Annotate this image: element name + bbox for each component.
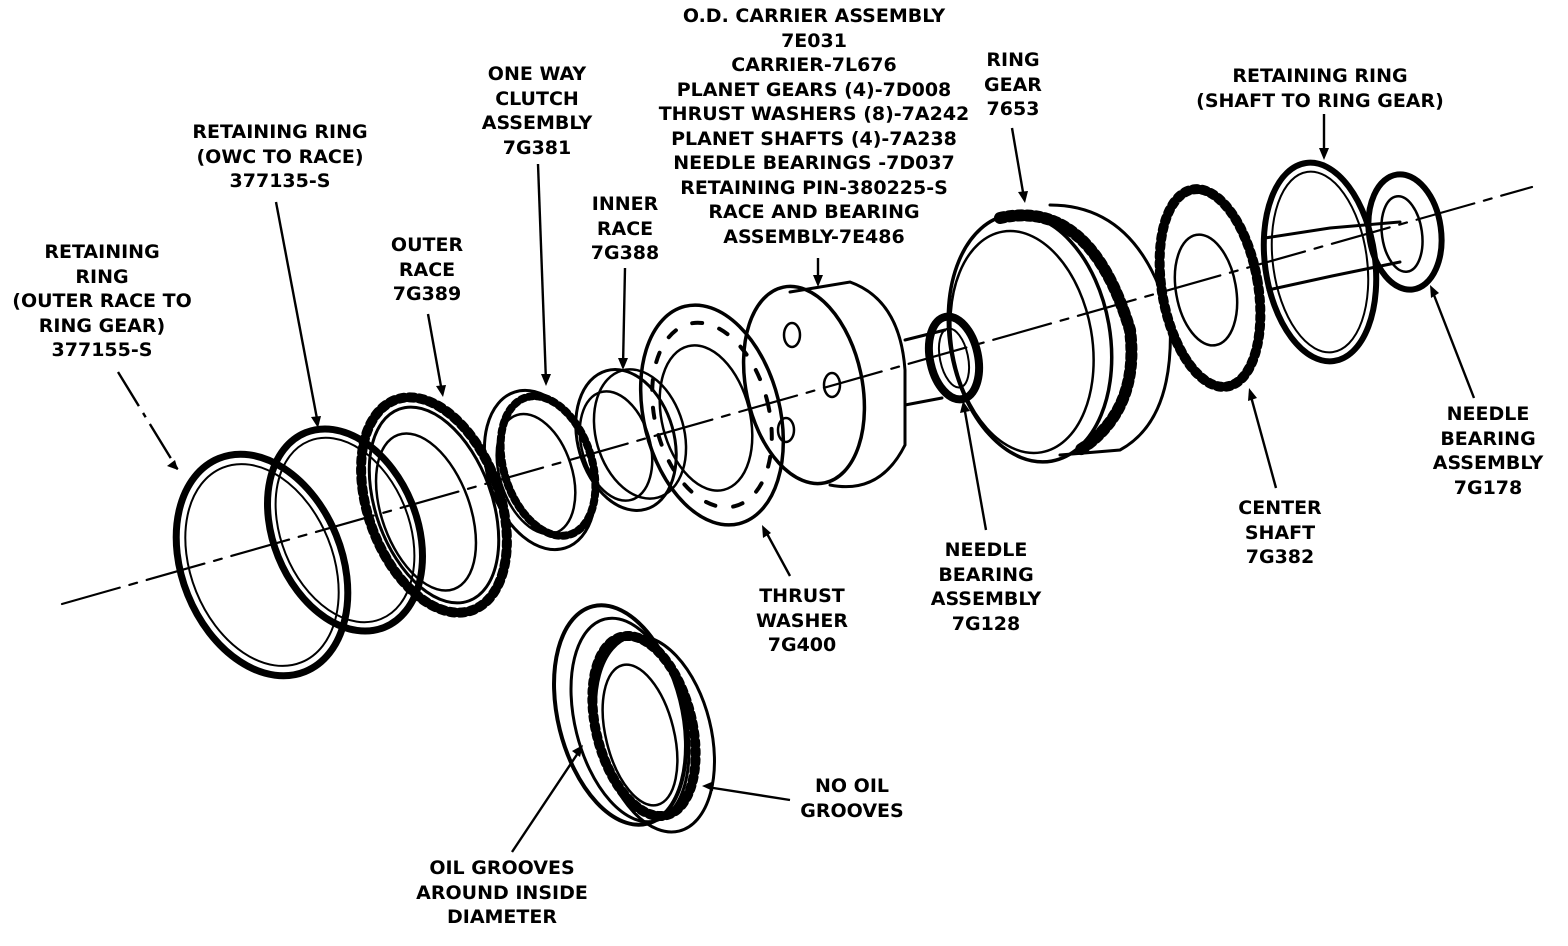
retaining-ring-shaft-part — [1260, 159, 1380, 365]
center-axis-line — [60, 185, 1534, 606]
label-center-shaft: CENTER SHAFT 7G382 — [1238, 497, 1322, 568]
leader-one-way-clutch — [536, 163, 548, 383]
arrow-icon — [618, 358, 628, 370]
arrow-icon — [572, 745, 583, 757]
arrow-icon — [541, 374, 551, 386]
thrust-washer-part — [638, 303, 786, 527]
label-thrust-washer: THRUST WASHER 7G400 — [755, 585, 848, 656]
label-needle-bearing-7g128: NEEDLE BEARING ASSEMBLY 7G128 — [930, 539, 1042, 635]
arrow-icon — [702, 781, 714, 791]
arrow-icon — [436, 385, 446, 397]
label-no-oil-grooves: NO OIL GROOVES — [800, 775, 904, 822]
label-needle-bearing-7g178: NEEDLE BEARING ASSEMBLY 7G178 — [1432, 403, 1544, 499]
label-outer-race: OUTER RACE 7G389 — [390, 234, 464, 305]
arrow-icon — [762, 525, 771, 538]
leader-ring-gear — [1010, 127, 1026, 199]
arrow-icon — [1430, 285, 1439, 298]
one-way-clutch-part — [482, 388, 600, 552]
arrow-icon — [813, 275, 823, 287]
leader-lines — [116, 114, 1476, 853]
label-one-way-clutch: ONE WAY CLUTCH ASSEMBLY 7G381 — [481, 63, 593, 159]
leader-retaining-ring-outer — [116, 371, 180, 471]
arrow-icon — [960, 401, 970, 413]
label-ring-gear: RING GEAR 7653 — [984, 49, 1042, 120]
leader-needle-bearing-7g128 — [962, 405, 988, 531]
label-oil-grooves: OIL GROOVES AROUND INSIDE DIAMETER — [416, 857, 588, 928]
leader-no-oil-grooves — [706, 785, 791, 802]
label-inner-race: INNER RACE 7G388 — [590, 193, 660, 264]
retaining-ring-outer-part — [172, 450, 352, 680]
label-retaining-ring-shaft: RETAINING RING (SHAFT TO RING GEAR) — [1196, 65, 1444, 112]
label-od-carrier: O.D. CARRIER ASSEMBLY 7E031 CARRIER-7L67… — [658, 5, 970, 248]
needle-bearing-7g178-part — [1365, 171, 1445, 293]
label-retaining-ring-owc: RETAINING RING (OWC TO RACE) 377135-S — [192, 121, 368, 192]
bearing-detail-part — [552, 603, 716, 834]
label-retaining-ring-outer: RETAINING RING (OUTER RACE TO RING GEAR)… — [12, 241, 192, 361]
center-shaft-part — [1154, 184, 1402, 392]
leader-inner-race — [621, 267, 627, 367]
outer-race-part — [356, 392, 512, 618]
leader-oil-grooves — [511, 749, 581, 853]
od-carrier-part — [741, 280, 947, 489]
retaining-ring-owc-part — [264, 425, 426, 635]
arrow-icon — [311, 416, 321, 428]
arrow-icon — [1248, 388, 1257, 401]
arrow-icon — [1018, 191, 1028, 203]
arrow-icon — [167, 460, 178, 470]
leader-center-shaft — [1248, 392, 1278, 489]
leader-thrust-washer — [763, 529, 792, 577]
arrow-icon — [1319, 148, 1329, 160]
leader-retaining-ring-owc — [274, 201, 320, 425]
leader-needle-bearing-7g178 — [1430, 289, 1476, 399]
leader-outer-race — [426, 313, 444, 393]
